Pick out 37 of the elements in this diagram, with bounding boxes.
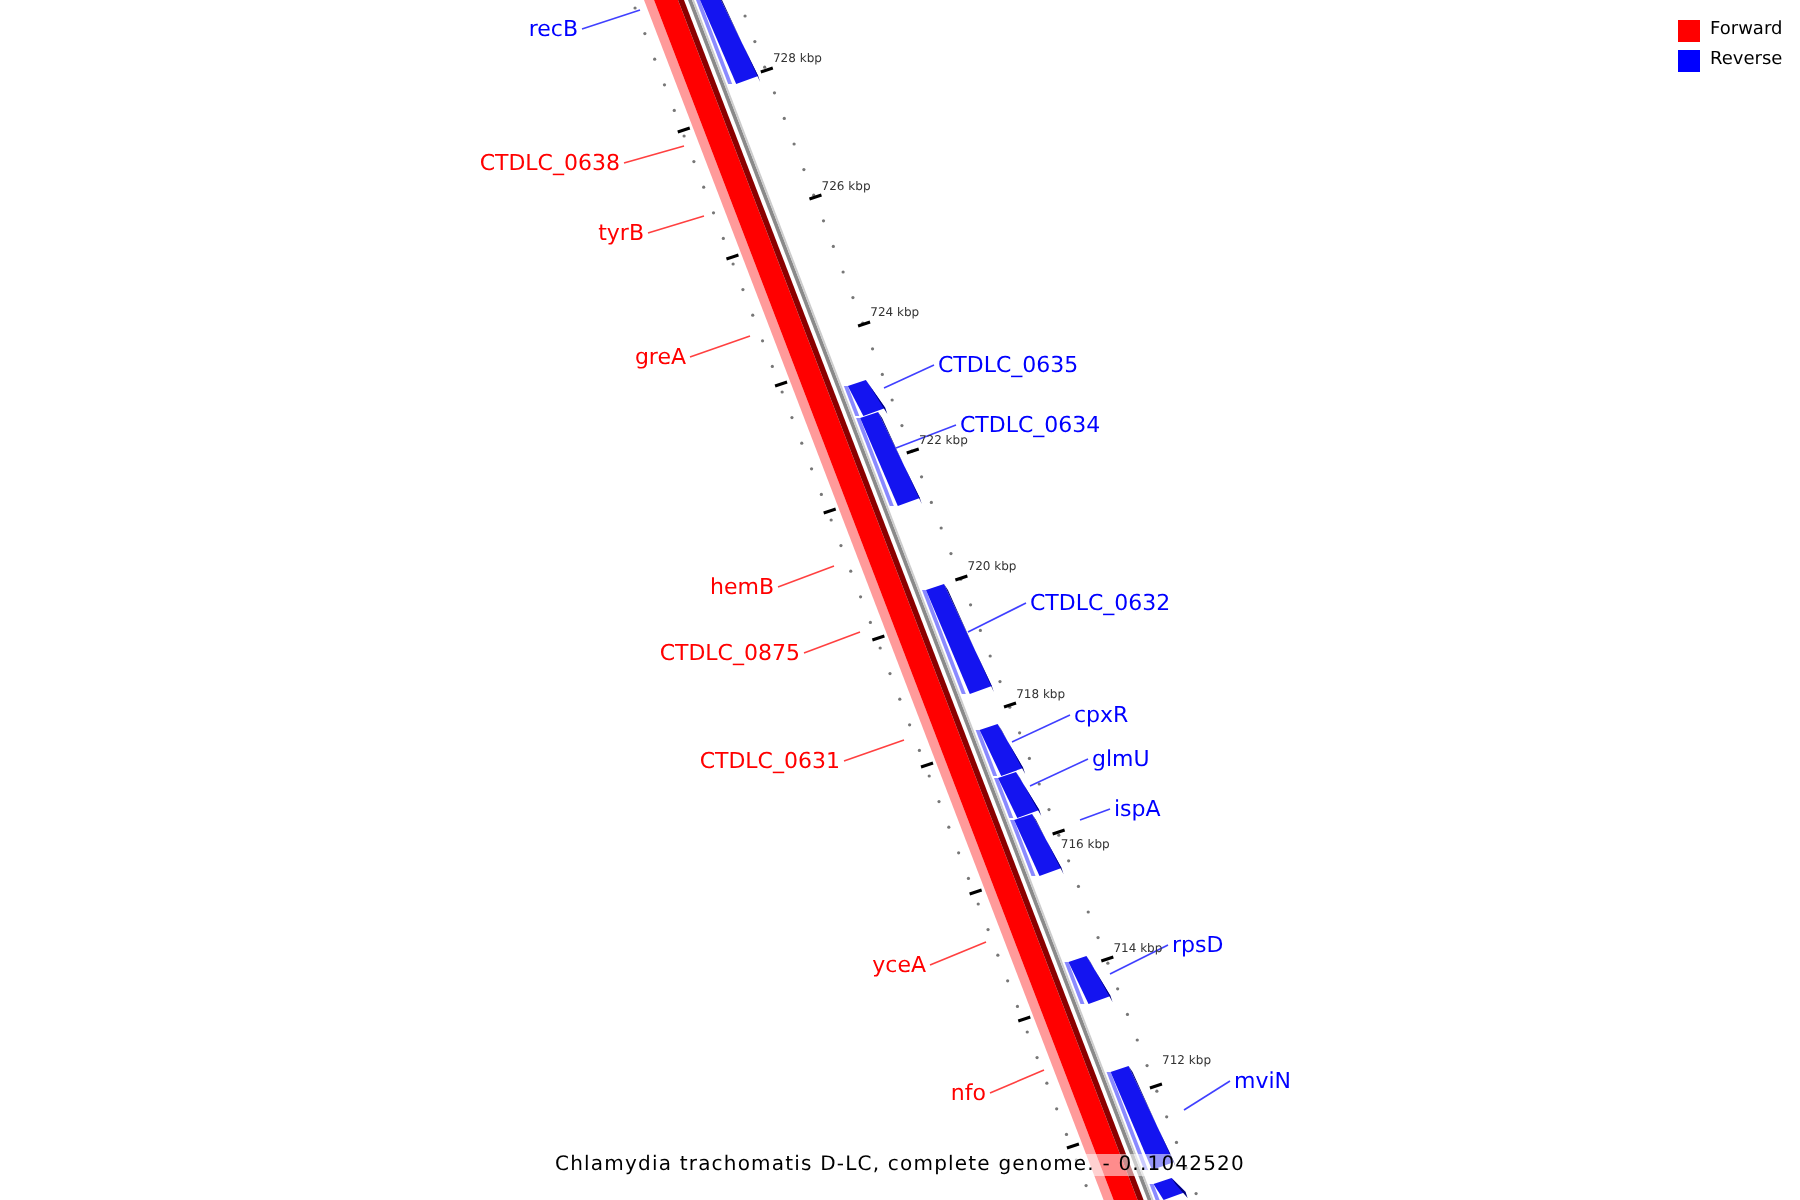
leader-line	[623, 145, 685, 164]
leader-line	[803, 631, 861, 654]
gene-label: nfo	[950, 1080, 986, 1106]
gene-label: rpsD	[1172, 932, 1224, 958]
leader-line	[647, 215, 705, 234]
gene-label: recB	[528, 16, 578, 42]
leader-line	[581, 9, 641, 30]
gene-label: CTDLC_0638	[479, 150, 620, 176]
gene-label: yceA	[872, 952, 926, 978]
leader-line	[1011, 714, 1071, 743]
gene-label: greA	[634, 344, 686, 370]
leader-line	[1183, 1080, 1231, 1111]
gene-label: CTDLC_0632	[1030, 590, 1171, 616]
gene-label: ispA	[1114, 796, 1161, 822]
leader-line	[1029, 758, 1089, 787]
gene-label: mviN	[1234, 1068, 1292, 1094]
leader-line	[967, 602, 1027, 633]
leader-line	[1079, 808, 1111, 821]
legend-label: Reverse	[1710, 50, 1783, 72]
caption: Chlamydia trachomatis D-LC, complete genome. - 0..1042520	[555, 1154, 1245, 1176]
leader-line	[989, 1069, 1045, 1094]
gene-label: CTDLC_0875	[659, 640, 800, 666]
leader-line	[689, 335, 751, 358]
gene-label: tyrB	[598, 220, 644, 246]
leader-line	[1109, 944, 1169, 975]
gene-label: CTDLC_0634	[960, 412, 1101, 438]
leader-line	[895, 424, 957, 449]
gene-label: glmU	[1092, 746, 1150, 772]
leader-line	[777, 565, 835, 588]
leader-line	[929, 941, 987, 966]
gene-label: cpxR	[1074, 702, 1129, 728]
leader-line	[843, 739, 905, 762]
leader-line	[883, 364, 935, 389]
gene-label: hemB	[709, 574, 774, 600]
legend-label: Forward	[1710, 20, 1783, 42]
gene-label: CTDLC_0631	[699, 748, 840, 774]
gene-label: CTDLC_0635	[938, 352, 1079, 378]
